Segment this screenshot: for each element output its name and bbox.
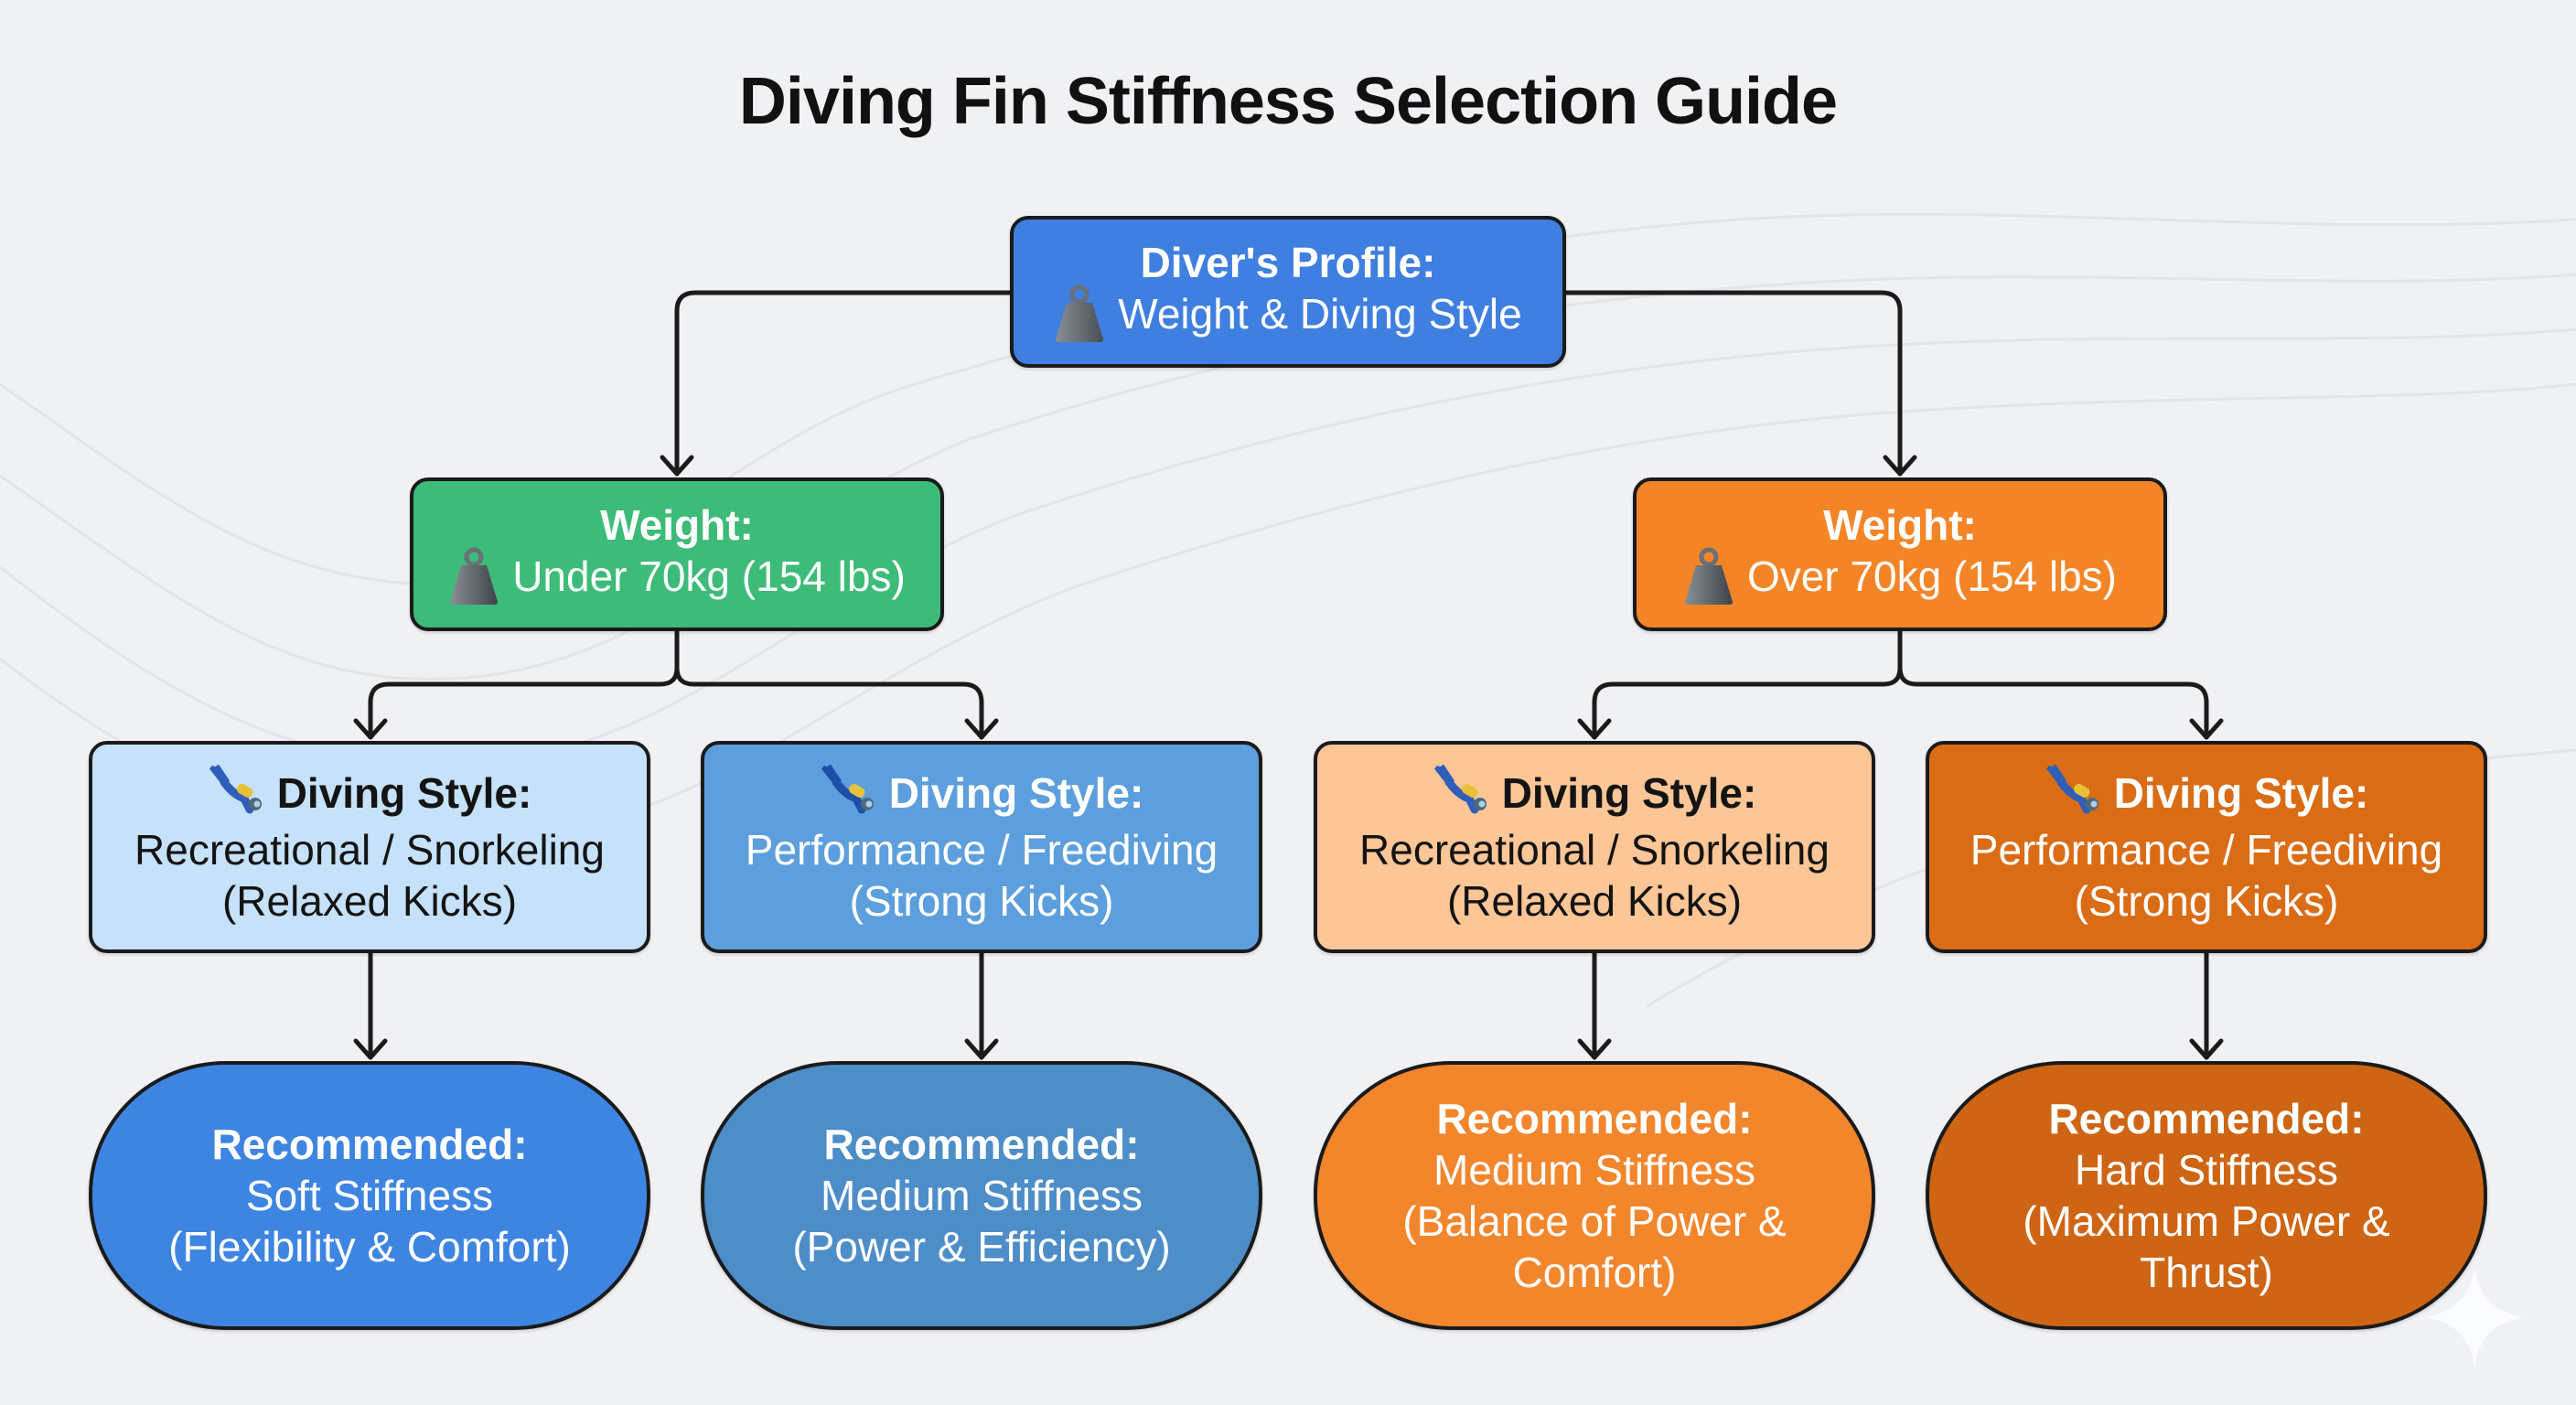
node-heading: Diving Style: — [276, 768, 532, 817]
node-text: Recreational / Snorkeling — [134, 825, 605, 874]
connector-under-to-styles — [368, 628, 680, 740]
node-text: Medium Stiffness — [1433, 1145, 1755, 1194]
node-heading: Diver's Profile: — [1140, 238, 1436, 286]
node-heading: Recommended: — [2048, 1094, 2365, 1142]
arrowhead — [660, 455, 694, 477]
arrowhead — [353, 718, 388, 740]
weight-icon — [1056, 284, 1104, 343]
node-subtext: (Maximum Power & — [2023, 1197, 2390, 1245]
node-heading: Weight: — [1823, 500, 1977, 549]
arrowhead — [964, 718, 999, 740]
node-subtext: (Power & Efficiency) — [792, 1223, 1171, 1271]
scuba-diver-icon — [209, 764, 262, 814]
node-text: Performance / Freediving — [745, 825, 1218, 874]
node-weight-over-70kg: Weight: Over 70kg (154 lbs) — [1633, 477, 2167, 631]
node-subtext: Thrust) — [2140, 1249, 2273, 1297]
node-style-recreational-over: Diving Style: Recreational / Snorkeling … — [1314, 741, 1875, 953]
node-subtext: (Balance of Power & — [1402, 1197, 1787, 1245]
node-heading: Diving Style: — [1501, 768, 1757, 817]
arrowhead — [964, 1038, 999, 1060]
node-text: Soft Stiffness — [245, 1171, 494, 1219]
node-subtext: (Relaxed Kicks) — [1446, 876, 1743, 925]
node-heading: Diving Style: — [888, 768, 1144, 817]
arrowhead — [1577, 1038, 1612, 1060]
node-subtext: Comfort) — [1512, 1249, 1677, 1297]
node-text: Hard Stiffness — [2074, 1145, 2339, 1194]
weight-icon — [450, 547, 499, 606]
node-text: Weight & Diving Style — [1118, 290, 1522, 338]
node-subtext: (Strong Kicks) — [2074, 876, 2339, 925]
node-style-performance-over: Diving Style: Performance / Freediving (… — [1926, 741, 2487, 953]
arrowhead — [1577, 718, 1612, 740]
node-text: Performance / Freediving — [1970, 825, 2443, 874]
arrowhead — [353, 1038, 388, 1060]
scuba-diver-icon — [2045, 764, 2098, 814]
arrowhead — [2189, 718, 2224, 740]
node-text: Medium Stiffness — [821, 1171, 1143, 1219]
sparkle-icon — [2424, 1267, 2525, 1367]
weight-icon — [1685, 547, 1733, 606]
scuba-diver-icon — [1433, 764, 1487, 814]
node-style-performance-under: Diving Style: Performance / Freediving (… — [701, 741, 1262, 953]
node-text: Over 70kg (154 lbs) — [1747, 552, 2117, 601]
connector-root-to-over — [1563, 290, 1903, 477]
node-heading: Recommended: — [823, 1120, 1140, 1168]
node-recommend-medium-over: Recommended: Medium Stiffness (Balance o… — [1314, 1061, 1875, 1330]
node-heading: Diving Style: — [2113, 768, 2369, 817]
node-recommend-medium-under: Recommended: Medium Stiffness (Power & E… — [701, 1061, 1262, 1330]
scuba-diver-icon — [821, 764, 874, 814]
node-heading: Recommended: — [211, 1120, 528, 1168]
node-heading: Recommended: — [1436, 1094, 1753, 1142]
arrowhead — [1883, 455, 1917, 477]
connector-over-to-styles — [1592, 628, 1903, 740]
node-text: Recreational / Snorkeling — [1359, 825, 1830, 874]
node-weight-under-70kg: Weight: Under 70kg (154 lbs) — [410, 477, 944, 631]
node-recommend-hard: Recommended: Hard Stiffness (Maximum Pow… — [1926, 1061, 2487, 1330]
page-title: Diving Fin Stiffness Selection Guide — [738, 65, 1838, 138]
node-subtext: (Relaxed Kicks) — [221, 876, 518, 925]
node-recommend-soft: Recommended: Soft Stiffness (Flexibility… — [89, 1061, 650, 1330]
connector-root-to-under — [674, 290, 1013, 477]
node-text: Under 70kg (154 lbs) — [512, 552, 906, 601]
node-subtext: (Flexibility & Comfort) — [168, 1223, 571, 1271]
arrowhead — [2189, 1038, 2224, 1060]
node-divers-profile: Diver's Profile: Weight & Diving Style — [1010, 216, 1566, 368]
node-heading: Weight: — [600, 500, 754, 549]
node-subtext: (Strong Kicks) — [849, 876, 1114, 925]
node-style-recreational-under: Diving Style: Recreational / Snorkeling … — [89, 741, 650, 953]
